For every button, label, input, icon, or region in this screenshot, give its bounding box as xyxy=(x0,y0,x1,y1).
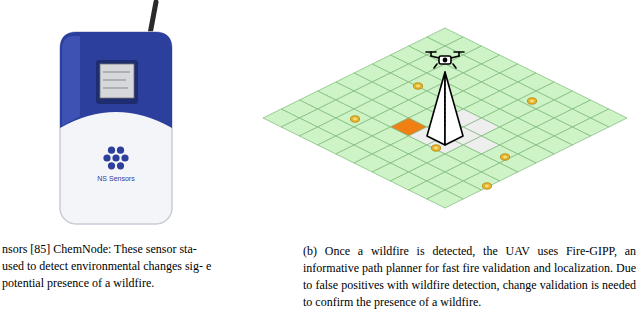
sensor-dot xyxy=(413,83,422,89)
housing xyxy=(60,32,172,224)
sensor-dot xyxy=(527,98,536,104)
housing-top xyxy=(60,32,172,128)
antenna xyxy=(150,2,156,34)
display-bezel xyxy=(96,60,138,104)
sensor-station xyxy=(60,2,172,224)
logo xyxy=(103,147,128,170)
sensor-dot xyxy=(431,145,440,151)
brand-text: NS Sensors xyxy=(84,174,148,183)
map-cell xyxy=(427,190,463,208)
display-line xyxy=(103,72,130,73)
uav-icon xyxy=(426,52,464,68)
caption: nsors [85] ChemNode: These sensor sta- u… xyxy=(2,241,214,292)
map-grid xyxy=(263,28,627,208)
display-line xyxy=(103,88,128,89)
housing-shade xyxy=(62,36,80,126)
display xyxy=(100,64,134,98)
sensor-dot xyxy=(482,183,491,189)
sensor-dot xyxy=(350,116,359,122)
uav-footprint xyxy=(427,72,463,145)
sensor-dot xyxy=(500,154,509,160)
caption: (b) Once a wildfire is detected, the UAV… xyxy=(303,243,636,311)
display-line xyxy=(103,80,126,81)
